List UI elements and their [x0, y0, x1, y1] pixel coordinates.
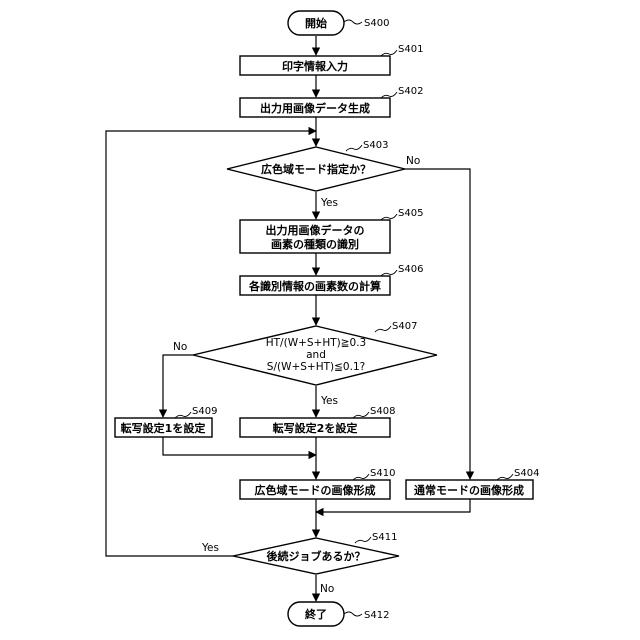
step-s408: S408	[370, 406, 395, 417]
s411-no-label: No	[320, 583, 334, 595]
s407-no-label: No	[173, 341, 187, 353]
s403-no-label: No	[406, 155, 420, 167]
s402-label: 出力用画像データ生成	[260, 101, 370, 115]
arrow-s404-to-merge	[316, 499, 470, 512]
process-s405: 出力用画像データの 画素の種類の識別	[240, 220, 390, 253]
arrow-s409-to-merge	[163, 437, 316, 455]
leader-s411	[355, 537, 371, 543]
s408-label: 転写設定2を設定	[273, 421, 358, 435]
end-terminal: 終了	[288, 602, 344, 626]
leader-s401	[381, 50, 397, 56]
decision-s403: 広色域モード指定か？	[227, 147, 405, 191]
s407-label-line3: S/(W+S+HT)≦0.1?	[267, 361, 365, 373]
s403-yes-label: Yes	[320, 197, 338, 209]
step-s409: S409	[192, 406, 217, 417]
process-s408: 転写設定2を設定	[240, 418, 390, 437]
process-s410: 広色域モードの画像形成	[240, 480, 390, 499]
leader-s404	[497, 474, 513, 480]
start-label: 開始	[305, 16, 327, 30]
leader-s406	[381, 270, 397, 276]
decision-s411: 後続ジョブあるか？	[233, 538, 399, 574]
end-label: 終了	[305, 607, 327, 621]
s407-label-line2: and	[306, 349, 326, 361]
s407-label-line1: HT/(W+S+HT)≧0.3	[266, 337, 367, 349]
s407-yes-label: Yes	[320, 395, 338, 407]
leader-s402	[381, 92, 397, 98]
leader-s410	[353, 474, 369, 480]
step-s400: S400	[364, 18, 389, 29]
step-s411: S411	[372, 532, 397, 543]
s410-label: 広色域モードの画像形成	[255, 483, 376, 497]
s406-label: 各識別情報の画素数の計算	[248, 279, 381, 293]
s409-label: 転写設定1を設定	[121, 421, 206, 435]
step-s404: S404	[514, 468, 539, 479]
leader-s409	[175, 412, 191, 418]
connectors	[106, 36, 470, 601]
step-s402: S402	[398, 86, 423, 97]
leader-s408	[353, 412, 369, 418]
s401-label: 印字情報入力	[282, 59, 348, 73]
s403-label: 広色域モード指定か？	[261, 162, 371, 176]
arrow-s407-no-to-s409	[163, 355, 193, 417]
step-s412: S412	[364, 610, 389, 621]
leader-s400	[344, 20, 362, 24]
step-s405: S405	[398, 208, 423, 219]
leader-s403	[346, 145, 362, 151]
step-s407: S407	[392, 321, 417, 332]
process-s406: 各識別情報の画素数の計算	[240, 276, 390, 295]
step-s406: S406	[398, 264, 423, 275]
s411-label: 後続ジョブあるか？	[267, 549, 366, 563]
process-s404: 通常モードの画像形成	[406, 480, 533, 499]
step-s401: S401	[398, 44, 423, 55]
leader-s407	[375, 326, 391, 332]
decision-s407: HT/(W+S+HT)≧0.3 and S/(W+S+HT)≦0.1?	[193, 326, 437, 385]
process-s401: 印字情報入力	[240, 56, 390, 75]
process-s409: 転写設定1を設定	[115, 418, 212, 437]
step-s410: S410	[370, 468, 395, 479]
process-s402: 出力用画像データ生成	[240, 98, 390, 117]
s405-label-line2: 画素の種類の識別	[271, 237, 359, 251]
s404-label: 通常モードの画像形成	[414, 483, 524, 497]
s411-yes-label: Yes	[201, 542, 219, 554]
leader-s405	[381, 214, 397, 220]
s405-label-line1: 出力用画像データの	[266, 223, 365, 237]
start-terminal: 開始	[288, 11, 344, 35]
step-s403: S403	[363, 140, 388, 151]
leader-s412	[344, 612, 362, 616]
